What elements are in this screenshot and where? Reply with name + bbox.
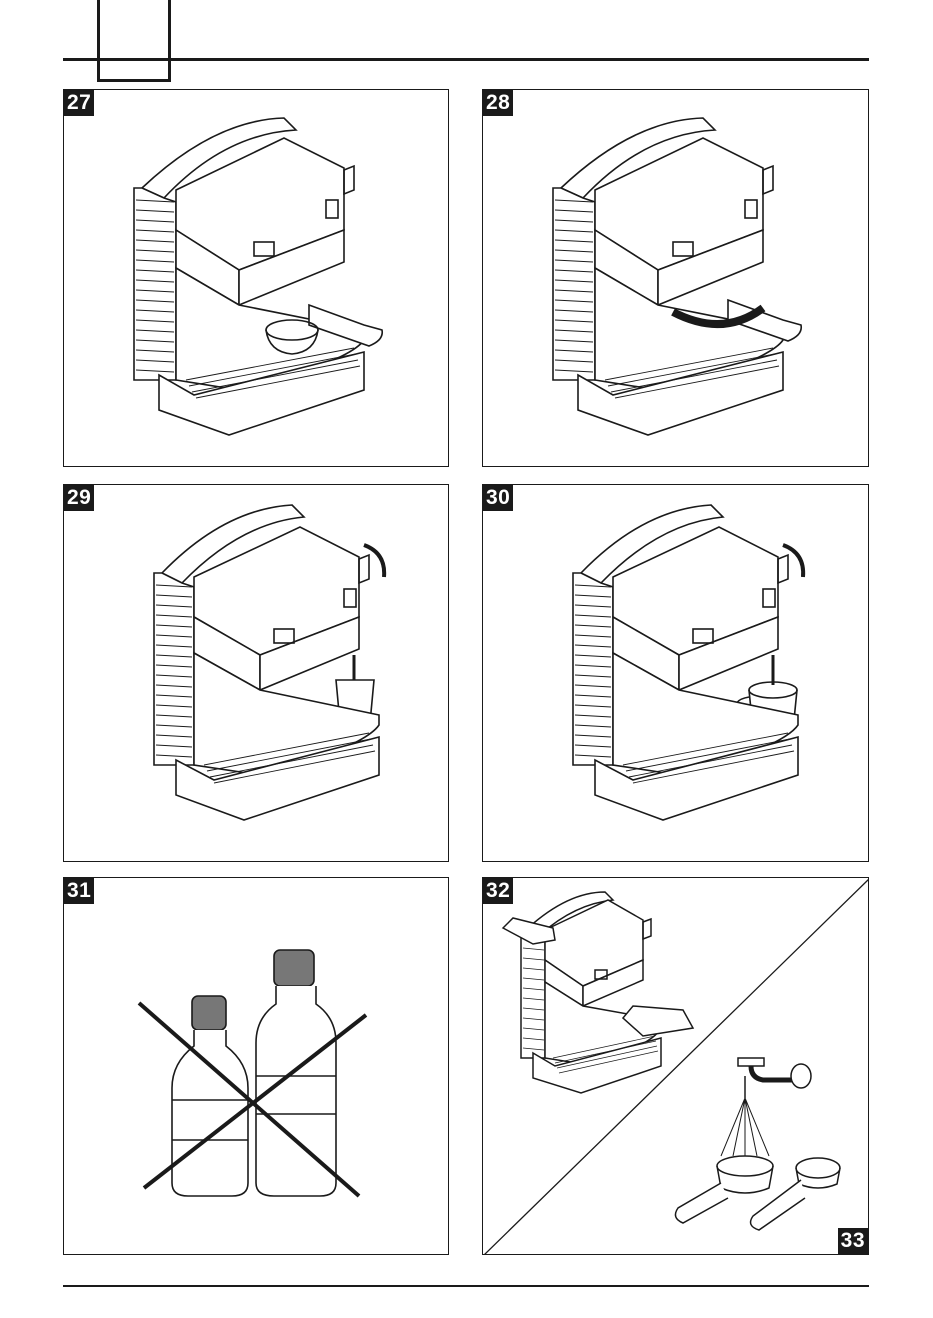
espresso-machine-illustration <box>483 90 869 467</box>
header-tab <box>97 0 171 82</box>
espresso-machine-illustration <box>483 485 869 862</box>
figure-31-panel: 31 <box>63 877 449 1255</box>
figure-29-panel: 29 <box>63 484 449 862</box>
figure-30-panel: 30 <box>482 484 869 862</box>
espresso-machine-illustration <box>64 90 449 467</box>
rotate-arrow <box>783 545 803 577</box>
bottle-left <box>172 996 248 1196</box>
bottle-right <box>256 950 336 1196</box>
figure-27-panel: 27 <box>63 89 449 467</box>
no-mineral-water-illustration <box>64 878 449 1255</box>
bottom-rule <box>63 1285 869 1287</box>
filter-holder-handle-1 <box>675 1183 728 1223</box>
steam-knob <box>344 166 354 194</box>
figure-28-panel: 28 <box>482 89 869 467</box>
figure-32-33-panel: 32 33 <box>482 877 869 1255</box>
faucet-and-filter <box>675 1058 840 1230</box>
top-rule <box>63 58 869 61</box>
filter-holder-handle-2 <box>751 1180 805 1230</box>
machine-small <box>503 892 693 1093</box>
rotate-arrow <box>364 545 384 577</box>
cleaning-illustration <box>483 878 869 1255</box>
espresso-machine-illustration <box>64 485 449 862</box>
